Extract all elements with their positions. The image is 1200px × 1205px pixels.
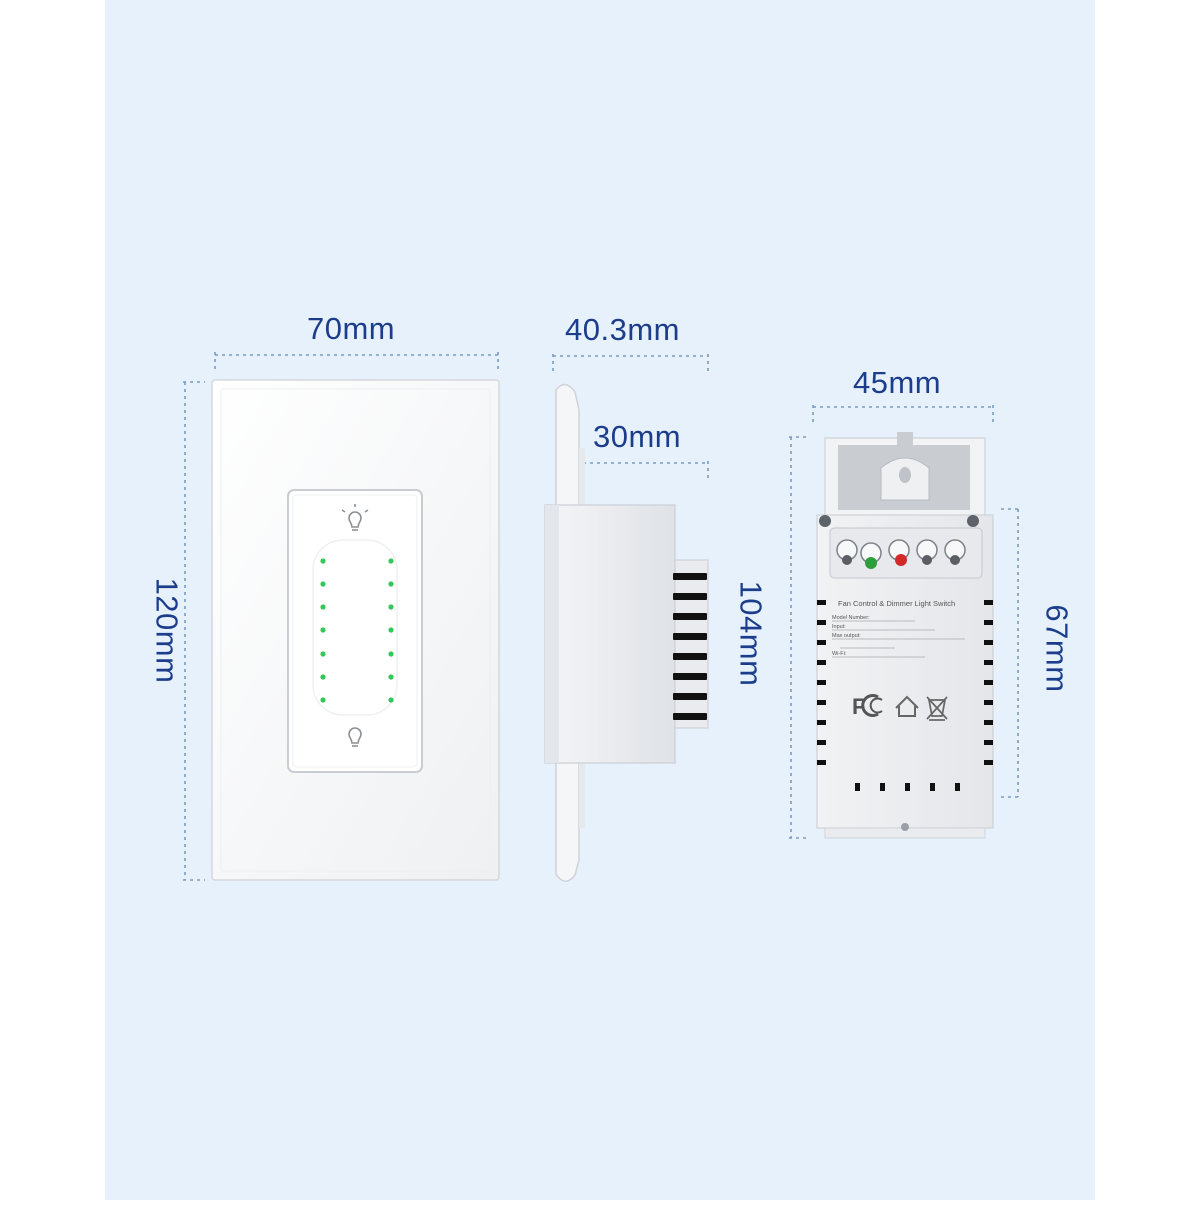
bulb-on-icon: [341, 504, 369, 531]
touch-strip: [312, 539, 398, 716]
front-view: [183, 352, 500, 881]
side-depth-total-label: 40.3mm: [565, 312, 680, 347]
back-vents-left: [817, 600, 826, 765]
svg-text:F: F: [852, 694, 865, 719]
back-width-label: 45mm: [853, 365, 942, 400]
weee-bin-icon: [926, 696, 948, 721]
switch-body-side: [544, 504, 676, 764]
green-wire-terminal: [865, 557, 877, 569]
front-width-dimension-line: [214, 352, 499, 372]
bulb-off-icon: [348, 727, 362, 747]
back-label-height-dimension-line: [1001, 508, 1020, 798]
back-view: Fan Control & Dimmer Light Switch Model …: [789, 405, 1020, 839]
bottom-tab-hole: [901, 823, 909, 831]
back-vents-bottom: [855, 783, 960, 791]
front-height-label: 120mm: [149, 577, 185, 684]
back-label-height-label: 67mm: [1039, 604, 1075, 693]
spec-label-max-output: Max output:: [832, 633, 861, 639]
switch-paddle-inner: [292, 494, 418, 768]
bracket-hole: [899, 467, 911, 483]
wall-plate-bevel: [220, 388, 491, 872]
product-dimensions-diagram: Fan Control & Dimmer Light Switch Model …: [105, 0, 1095, 1200]
back-height-label: 104mm: [733, 580, 769, 687]
front-width-label: 70mm: [307, 311, 396, 346]
led-column-right: [388, 558, 394, 703]
fcc-icon: F: [852, 694, 883, 719]
mounting-screws: [819, 515, 979, 527]
spec-label-wifi: Wi-Fi:: [832, 651, 847, 657]
red-wire-terminal: [895, 554, 907, 566]
spec-label-input: Input:: [832, 624, 846, 630]
wire-terminals: [829, 527, 983, 579]
body-front-flange: [545, 505, 559, 763]
back-height-dimension-line: [789, 436, 807, 839]
body-back-section: [674, 559, 709, 729]
switch-paddle: [287, 489, 423, 773]
side-view: [544, 354, 709, 882]
home-icon: [895, 695, 919, 717]
diagram-canvas: Fan Control & Dimmer Light Switch Model …: [105, 0, 1095, 1200]
spec-label-lines: [832, 620, 965, 658]
side-depth-total-dimension-line: [552, 354, 709, 372]
bottom-mounting-tab: [824, 827, 986, 839]
spec-label-title: Fan Control & Dimmer Light Switch: [838, 599, 955, 608]
back-vents-right: [984, 600, 993, 765]
side-depth-body-label: 30mm: [593, 419, 682, 454]
led-column-left: [320, 558, 326, 703]
spec-label: Fan Control & Dimmer Light Switch Model …: [832, 599, 965, 658]
spec-label-model: Model Number:: [832, 615, 870, 621]
back-width-dimension-line: [812, 405, 994, 424]
front-height-dimension-line: [183, 381, 205, 881]
side-vents: [673, 573, 707, 720]
